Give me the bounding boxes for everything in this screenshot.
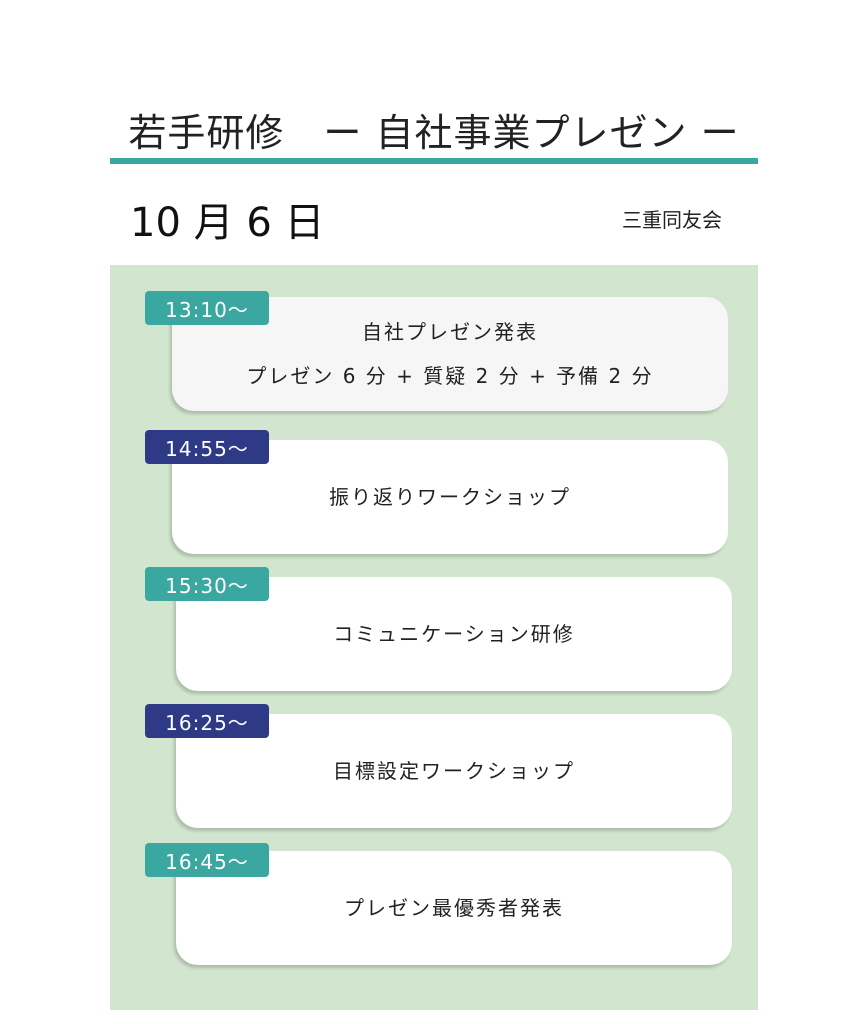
page-title: 若手研修 ー 自社事業プレゼン ー	[128, 111, 740, 155]
time-badge-4: 16:25〜	[145, 704, 269, 738]
time-badge-3: 15:30〜	[145, 567, 269, 601]
time-badge-1: 13:10〜	[145, 291, 269, 325]
schedule-item-title: 自社プレゼン発表	[362, 320, 538, 344]
schedule-item-title: プレゼン最優秀者発表	[344, 896, 564, 920]
organizer-name: 三重同友会	[622, 208, 722, 232]
schedule-item-detail: プレゼン 6 分 + 質疑 2 分 + 予備 2 分	[246, 364, 654, 388]
schedule-item-title: コミュニケーション研修	[333, 622, 575, 646]
time-badge-5: 16:45〜	[145, 843, 269, 877]
time-badge-2: 14:55〜	[145, 430, 269, 464]
event-date: 10 月 6 日	[130, 200, 325, 246]
schedule-item-title: 目標設定ワークショップ	[333, 759, 575, 783]
schedule-item-title: 振り返りワークショップ	[329, 485, 571, 509]
title-underline	[110, 158, 758, 164]
